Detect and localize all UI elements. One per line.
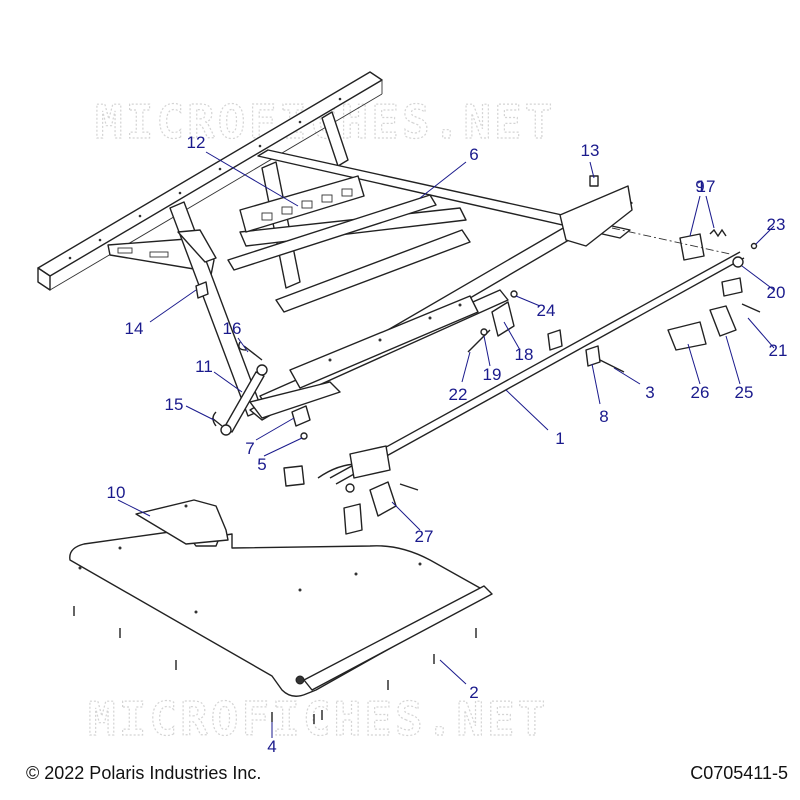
- bushing-9: [679, 233, 705, 261]
- callout-2: 2: [469, 683, 478, 702]
- frame-assembly: [37, 71, 633, 421]
- callout-4: 4: [267, 737, 276, 756]
- washer-24: [510, 290, 518, 298]
- spring-17: [709, 228, 727, 238]
- callout-11: 11: [195, 357, 213, 376]
- grommet-14: [195, 281, 209, 299]
- screws-2: [73, 606, 477, 690]
- callout-3: 3: [645, 383, 654, 402]
- callout-18: 18: [515, 345, 534, 364]
- callout-6: 6: [469, 145, 478, 164]
- callout-10: 10: [107, 483, 126, 502]
- link-8: [585, 345, 601, 367]
- callout-24: 24: [537, 301, 556, 320]
- callout-13: 13: [581, 141, 600, 160]
- bracket-27: [283, 445, 419, 535]
- callout-25: 25: [735, 383, 754, 402]
- callout-16: 16: [223, 319, 242, 338]
- callout-23: 23: [767, 215, 786, 234]
- callout-20: 20: [767, 283, 786, 302]
- callout-19: 19: [483, 365, 502, 384]
- washer-23: [750, 242, 758, 250]
- figure-id: C0705411-5: [690, 763, 788, 783]
- pin-15: [211, 411, 223, 427]
- callout-7: 7: [245, 439, 254, 458]
- callout-17: 17: [697, 177, 716, 196]
- callout-8: 8: [599, 407, 608, 426]
- bracket-26: [667, 321, 707, 351]
- callout-9: 9: [695, 177, 704, 196]
- leader-lines: [117, 151, 775, 738]
- washer-19: [480, 328, 488, 336]
- bracket-25: [709, 305, 737, 337]
- callout-21: 21: [769, 341, 788, 360]
- callout-15: 15: [165, 395, 184, 414]
- bushing-20: [732, 256, 744, 268]
- skid-plate-10: [69, 499, 493, 697]
- callout-22: 22: [449, 385, 468, 404]
- callout-1: 1: [555, 429, 564, 448]
- bolt-21: [741, 303, 761, 313]
- callout-27: 27: [415, 527, 434, 546]
- callout-labels: 1 2 3 4 5 6 7 8 9 10 11 12 13 14 15 16 1…: [107, 133, 788, 756]
- callout-14: 14: [125, 319, 144, 338]
- watermark-bottom: MICROFICHES.NET: [88, 692, 548, 746]
- washer-5: [300, 432, 308, 440]
- pin-16: [238, 341, 263, 361]
- nut-13: [589, 175, 599, 187]
- screws-4: [271, 710, 323, 724]
- copyright-text: © 2022 Polaris Industries Inc.: [26, 763, 262, 783]
- clamp-18: [491, 301, 515, 337]
- callout-26: 26: [691, 383, 710, 402]
- bolt-3: [599, 359, 625, 373]
- strut-11: [220, 364, 268, 436]
- bushing-7: [291, 405, 311, 427]
- callout-12: 12: [187, 133, 206, 152]
- callout-5: 5: [257, 455, 266, 474]
